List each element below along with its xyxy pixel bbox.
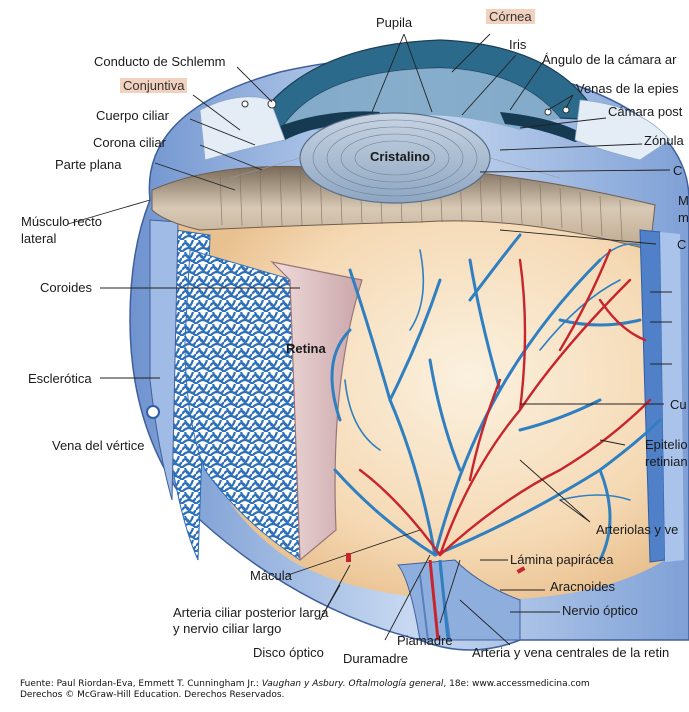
label-musculo-recto-lateral: lateral: [21, 231, 56, 246]
label-epitelio: Epitelio: [645, 437, 688, 452]
label-duramadre: Duramadre: [343, 651, 408, 666]
label-cornea: Córnea: [486, 9, 535, 24]
ciliary-artery-marker: [346, 553, 351, 562]
label-right-c2: C: [677, 237, 686, 252]
label-right-m1: M: [678, 193, 689, 208]
retina-label: Retina: [286, 341, 326, 356]
label-disco-optico: Disco óptico: [253, 645, 324, 660]
label-lamina-papiracea: Lámina papirácea: [510, 552, 613, 567]
label-vena-vertice: Vena del vértice: [52, 438, 145, 453]
label-piamadre: Piamadre: [397, 633, 453, 648]
label-nervio-optico: Nervio óptico: [562, 603, 638, 618]
label-cuerpo-ciliar: Cuerpo ciliar: [96, 108, 169, 123]
label-coroides: Coroides: [40, 280, 92, 295]
label-arteria-ciliar-2: y nervio ciliar largo: [173, 621, 281, 636]
label-parte-plana: Parte plana: [55, 157, 122, 172]
label-arteria-vena-centrales: Arteria y vena centrales de la retin: [472, 645, 669, 660]
label-zonula: Zónula: [644, 133, 684, 148]
vortex-vein-opening: [147, 406, 159, 418]
lens-label: Cristalino: [370, 149, 430, 164]
label-corona-ciliar: Corona ciliar: [93, 135, 166, 150]
label-macula: Mácula: [250, 568, 292, 583]
label-retinian: retinian: [645, 454, 688, 469]
label-arteriolas: Arteriolas y ve: [596, 522, 678, 537]
label-arteria-ciliar-1: Arteria ciliar posterior larga: [173, 605, 328, 620]
label-conducto-schlemm: Conducto de Schlemm: [94, 54, 226, 69]
label-iris: Iris: [509, 37, 526, 52]
label-camara-post: Cámara post: [608, 104, 682, 119]
label-conjuntiva: Conjuntiva: [120, 78, 187, 93]
label-aracnoides: Aracnoides: [550, 579, 615, 594]
caption-line-2: Derechos © McGraw-Hill Education. Derech…: [20, 690, 680, 701]
label-angulo-camara: Ángulo de la cámara ar: [542, 52, 676, 67]
label-musculo-recto: Músculo recto: [21, 214, 102, 229]
label-venas-epies: Venas de la epies: [576, 81, 679, 96]
caption-line-1: Fuente: Paul Riordan-Eva, Emmett T. Cunn…: [20, 679, 680, 690]
label-esclerotica: Esclerótica: [28, 371, 92, 386]
label-pupila: Pupila: [376, 15, 412, 30]
label-right-m2: m: [678, 210, 689, 225]
source-caption: Fuente: Paul Riordan-Eva, Emmett T. Cunn…: [20, 679, 680, 701]
label-right-c1: C: [673, 163, 682, 178]
label-cu: Cu: [670, 397, 687, 412]
